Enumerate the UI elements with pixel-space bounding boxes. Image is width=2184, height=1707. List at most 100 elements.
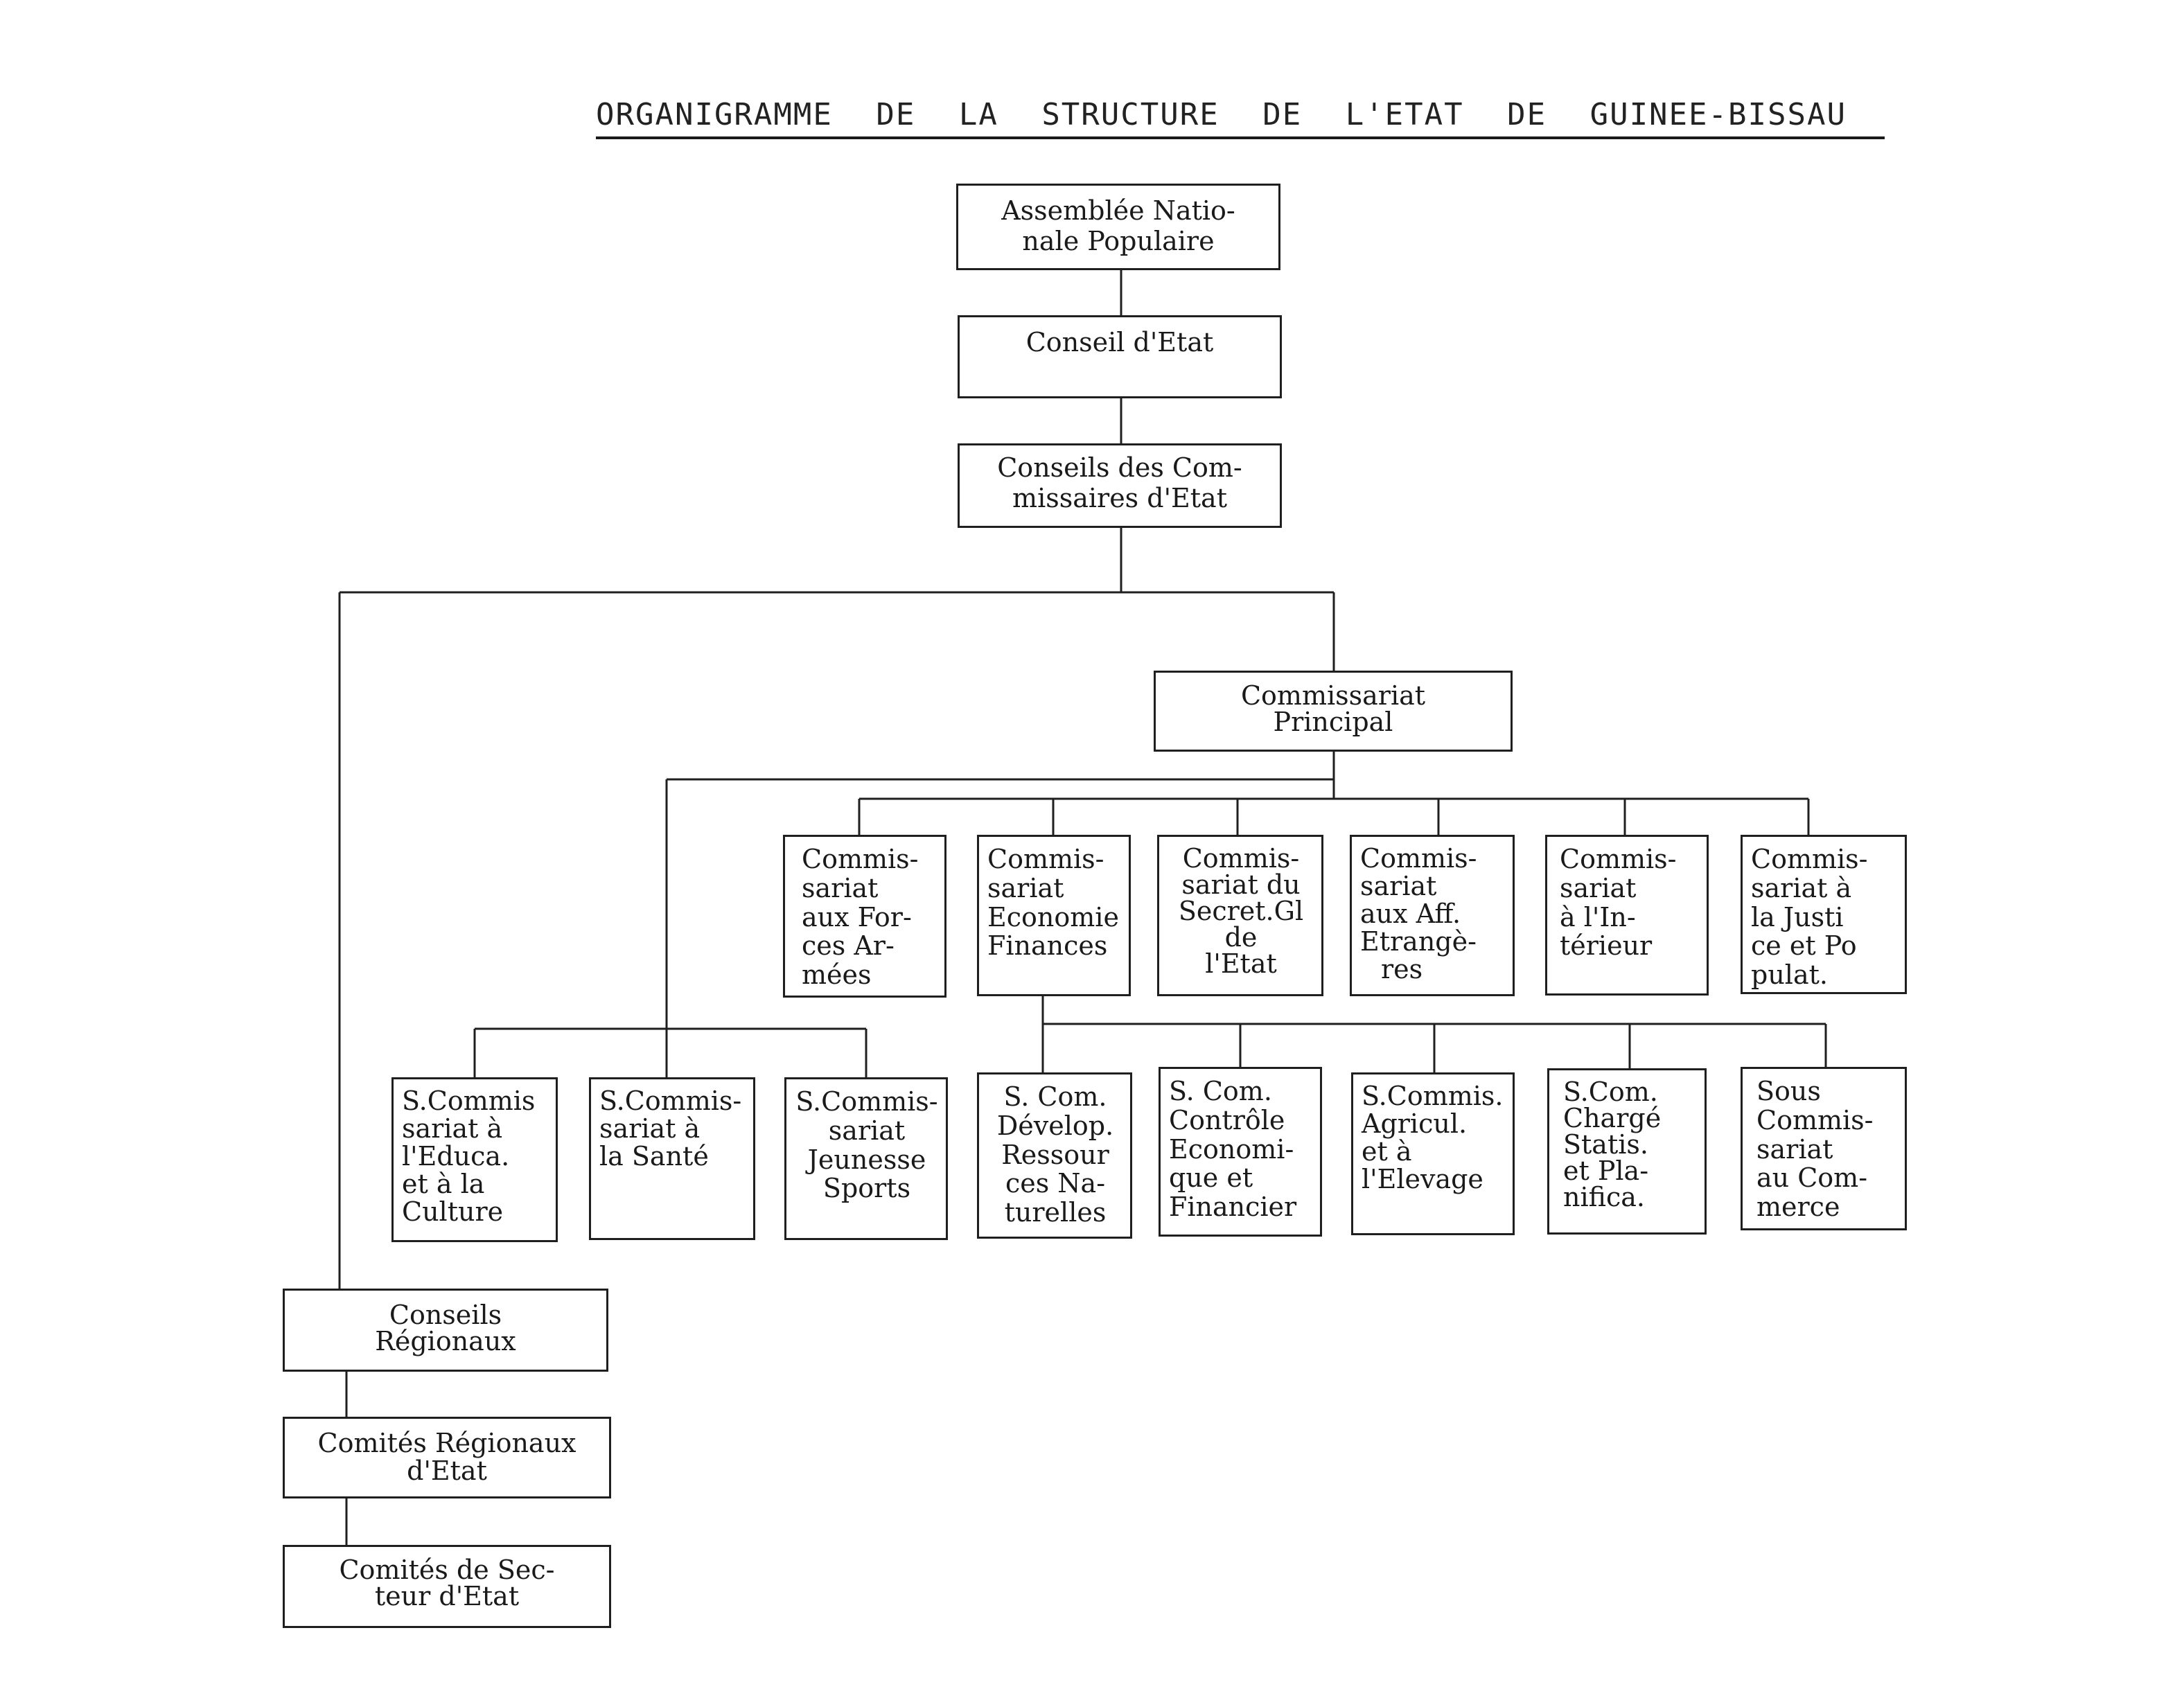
node-text: Commis- — [1560, 844, 1677, 874]
node-text: sariat — [828, 1115, 906, 1146]
node-text: res — [1381, 953, 1423, 984]
node-text: Commis- — [1756, 1104, 1874, 1135]
node-sous-commissariat-agriculture: S.Commis. Agricul. et à l'Elevage — [1351, 1072, 1515, 1235]
node-text: Finances — [987, 930, 1108, 962]
node-text: Comités de Sec- — [339, 1555, 555, 1585]
node-text: sariat du — [1181, 869, 1301, 900]
node-text: aux Aff. — [1360, 898, 1461, 929]
node-sous-commissariat-developpement: S. Com. Dévelop. Ressour ces Na- turelle… — [977, 1072, 1132, 1239]
node-text: Etrangè- — [1360, 926, 1477, 957]
node-commissariat-secretariat-general: Commis- sariat du Secret.Gl de l'Etat — [1157, 835, 1323, 996]
node-conseils-regionaux: Conseils Régionaux — [283, 1289, 608, 1372]
node-text: Dévelop. — [996, 1110, 1114, 1141]
node-commissariat-economie-finances: Commis- sariat Economie Finances — [977, 835, 1131, 996]
node-text: sariat à — [1751, 872, 1852, 903]
node-text: Assemblée Natio- — [1001, 195, 1235, 226]
node-text: l'Etat — [1205, 948, 1277, 979]
node-text: pulat. — [1751, 959, 1828, 991]
node-text: l'Educa. — [402, 1140, 510, 1171]
node-text: sariat — [987, 872, 1064, 903]
node-sous-commissariat-commerce: Sous Commis- sariat au Com- merce — [1741, 1067, 1907, 1230]
node-text: Commis- — [1182, 843, 1300, 874]
node-text: ces Na- — [1005, 1168, 1106, 1199]
node-text: l'Elevage — [1362, 1163, 1483, 1194]
node-text: Commissariat — [1240, 680, 1426, 711]
node-text: Régionaux — [375, 1326, 516, 1356]
node-text: Contrôle — [1169, 1104, 1285, 1135]
node-text: Commis- — [1360, 843, 1477, 874]
node-sous-commissariat-statistique: S.Com. Chargé Statis. et Pla- nifica. — [1547, 1068, 1707, 1235]
node-text: Secret.Gl — [1178, 896, 1304, 926]
node-text: et à la — [402, 1168, 485, 1199]
node-sous-commissariat-controle: S. Com. Contrôle Economi- que et Financi… — [1159, 1067, 1322, 1237]
chart-title: ORGANIGRAMME DE LA STRUCTURE DE L'ETAT D… — [596, 97, 1885, 139]
node-text: sariat à — [599, 1113, 701, 1144]
node-commissariat-justice: Commis- sariat à la Justi ce et Po pulat… — [1741, 835, 1907, 994]
node-text: Jeunesse — [807, 1144, 926, 1175]
node-commissariat-interieur: Commis- sariat à l'In- térieur — [1545, 835, 1709, 996]
node-text: teur d'Etat — [374, 1581, 520, 1611]
node-text: S.Commis- — [795, 1086, 938, 1117]
node-sous-commissariat-education-culture: S.Commis sariat à l'Educa. et à la Cultu… — [391, 1077, 558, 1242]
node-text: S.Commis- — [599, 1086, 742, 1116]
node-text: et à — [1362, 1135, 1412, 1167]
node-text: Economi- — [1169, 1133, 1294, 1165]
node-conseils-des-commissaires: Conseils des Com- missaires d'Etat — [958, 443, 1282, 528]
node-text: S.Com. — [1563, 1077, 1658, 1107]
node-comites-de-secteur: Comités de Sec- teur d'Etat — [283, 1545, 611, 1628]
node-text: ce et Po — [1751, 930, 1857, 962]
node-text: la Santé — [599, 1140, 709, 1171]
node-text: Commis- — [987, 844, 1104, 874]
node-commissariat-principal: Commissariat Principal — [1154, 671, 1513, 752]
node-text: à l'In- — [1560, 901, 1636, 932]
node-text: sariat — [1360, 870, 1437, 901]
node-text: turelles — [1004, 1197, 1107, 1228]
node-text: sariat — [802, 872, 879, 903]
node-text: Economie — [987, 901, 1119, 932]
node-text: Commis- — [802, 844, 919, 874]
node-assemblee-nationale-populaire: Assemblée Natio- nale Populaire — [956, 184, 1280, 270]
node-text: S. Com. — [1003, 1081, 1107, 1112]
node-text: Agricul. — [1362, 1108, 1468, 1139]
node-comites-regionaux: Comités Régionaux d'Etat — [283, 1417, 611, 1498]
node-text: et Pla- — [1563, 1156, 1649, 1186]
node-text: Financier — [1169, 1192, 1297, 1223]
node-sous-commissariat-jeunesse-sports: S.Commis- sariat Jeunesse Sports — [784, 1077, 948, 1240]
node-text: Commis- — [1751, 844, 1868, 874]
node-text: Ressour — [1001, 1139, 1109, 1170]
node-text: ces Ar- — [802, 930, 895, 962]
node-text: Statis. — [1563, 1129, 1648, 1160]
node-text: Conseils des Com- — [997, 452, 1242, 483]
node-text: sariat — [1756, 1133, 1833, 1165]
node-text: sariat — [1560, 872, 1637, 903]
node-text: Conseil d'Etat — [1025, 327, 1214, 357]
node-text: de — [1224, 922, 1258, 953]
node-text: d'Etat — [407, 1455, 487, 1486]
node-commissariat-affaires-etrangeres: Commis- sariat aux Aff. Etrangè- res — [1350, 835, 1515, 996]
node-text: aux For- — [802, 901, 912, 932]
node-commissariat-forces-armees: Commis- sariat aux For- ces Ar- mées — [783, 835, 946, 998]
node-text: S.Commis — [402, 1086, 536, 1116]
node-text: merce — [1756, 1192, 1840, 1223]
node-text: S.Commis. — [1362, 1081, 1504, 1111]
node-text: nale Populaire — [1022, 226, 1215, 257]
node-text: Comités Régionaux — [317, 1428, 576, 1458]
node-text: nifica. — [1563, 1182, 1645, 1212]
node-text: au Com- — [1756, 1162, 1868, 1194]
node-text: Conseils — [389, 1300, 502, 1330]
node-text: que et — [1169, 1162, 1253, 1194]
node-text: Sports — [822, 1173, 911, 1204]
node-text: Chargé — [1563, 1103, 1662, 1133]
node-text: missaires d'Etat — [1012, 483, 1227, 514]
node-text: Culture — [402, 1196, 504, 1227]
node-text: térieur — [1560, 930, 1653, 962]
node-sous-commissariat-sante: S.Commis- sariat à la Santé — [589, 1077, 755, 1240]
node-text: mées — [802, 959, 872, 991]
node-text: S. Com. — [1169, 1076, 1272, 1106]
node-conseil-etat: Conseil d'Etat — [958, 315, 1282, 398]
node-text: Principal — [1273, 707, 1393, 737]
node-text: Sous — [1756, 1076, 1821, 1106]
node-text: la Justi — [1751, 901, 1844, 932]
